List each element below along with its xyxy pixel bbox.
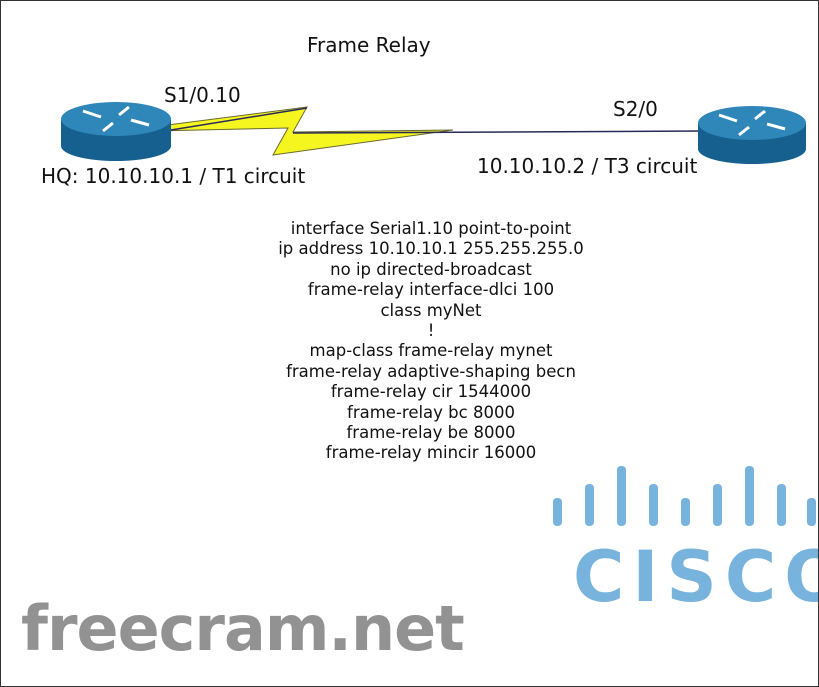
diagram-title: Frame Relay bbox=[307, 33, 431, 57]
config-line: interface Serial1.10 point-to-point bbox=[290, 219, 572, 238]
config-line: ip address 10.10.10.1 255.255.255.0 bbox=[278, 239, 584, 259]
remote-address-label: 10.10.10.2 / T3 circuit bbox=[477, 154, 698, 178]
cisco-logo-text: CISCO bbox=[573, 536, 818, 618]
config-line: frame-relay cir 1544000 bbox=[330, 382, 532, 402]
config-block: interface Serial1.10 point-to-point ip a… bbox=[231, 219, 631, 464]
config-line: frame-relay mincir 16000 bbox=[325, 443, 537, 463]
hq-address-label: HQ: 10.10.10.1 / T1 circuit bbox=[41, 164, 306, 188]
frame-relay-link bbox=[112, 106, 702, 156]
config-line: class myNet bbox=[380, 300, 482, 320]
config-line: map-class frame-relay mynet bbox=[309, 341, 553, 361]
remote-interface-label: S2/0 bbox=[613, 97, 658, 121]
config-line: frame-relay interface-dlci 100 bbox=[307, 280, 555, 300]
config-line: frame-relay adaptive-shaping becn bbox=[286, 361, 576, 381]
hq-interface-label: S1/0.10 bbox=[164, 83, 241, 107]
config-line: frame-relay bc 8000 bbox=[347, 402, 515, 422]
watermark: freecram.net bbox=[21, 592, 465, 665]
config-line: frame-relay be 8000 bbox=[346, 422, 516, 442]
config-line: ! bbox=[427, 320, 435, 340]
cisco-logo-bars bbox=[553, 466, 816, 526]
router-hq-icon bbox=[61, 102, 171, 161]
router-remote-icon bbox=[698, 106, 806, 164]
config-line: no ip directed-broadcast bbox=[330, 259, 532, 279]
